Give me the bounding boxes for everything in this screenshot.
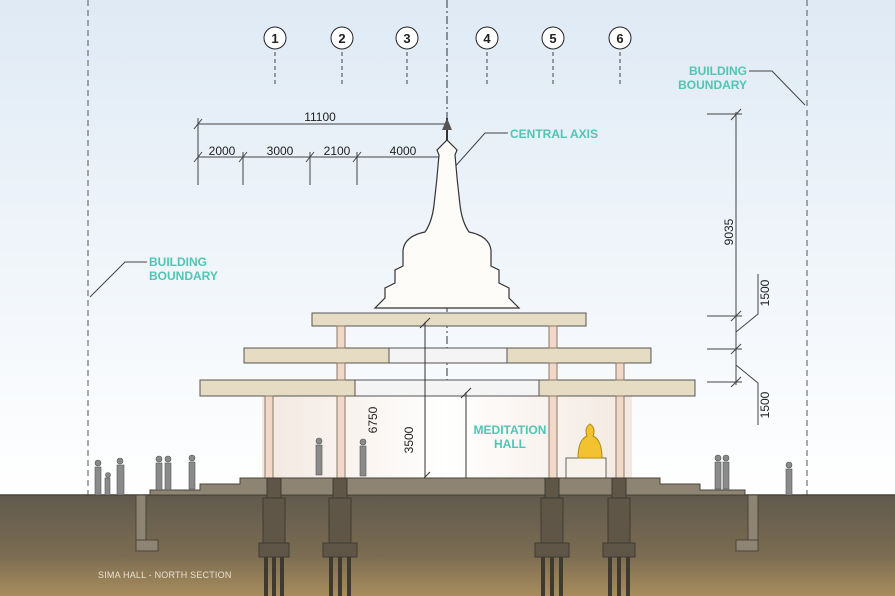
roof-top xyxy=(311,312,587,327)
roof-middle-right xyxy=(506,347,652,364)
grid-marker-6: 6 xyxy=(608,26,632,85)
boundary-left-label-1: BUILDING xyxy=(149,255,207,269)
buddha-statue xyxy=(565,423,607,479)
svg-text:2: 2 xyxy=(338,31,345,46)
grid-marker-2: 2 xyxy=(330,26,354,85)
roof-bottom-right xyxy=(538,379,696,397)
boundary-right-leader xyxy=(749,70,806,106)
boundary-right-label-2: BOUNDARY xyxy=(678,78,747,92)
svg-text:1: 1 xyxy=(271,31,278,46)
horizontal-dimensions xyxy=(193,118,447,185)
svg-text:3: 3 xyxy=(403,31,410,46)
people-figures xyxy=(94,437,793,496)
dimension-seg1: 2000 xyxy=(209,144,236,158)
dimension-height-inner: 6750 xyxy=(366,406,380,433)
clerestory-middle xyxy=(388,347,508,364)
dimension-seg4: 4000 xyxy=(390,144,417,158)
dimension-overall: 11100 xyxy=(304,110,336,124)
meditation-hall-label-2: HALL xyxy=(494,437,526,451)
svg-text:5: 5 xyxy=(549,31,556,46)
interior-dimensions xyxy=(419,317,472,483)
columns xyxy=(264,325,625,479)
piles xyxy=(264,557,630,596)
stupa-finial xyxy=(442,118,452,130)
svg-text:6: 6 xyxy=(616,31,623,46)
dimension-seg2: 3000 xyxy=(267,144,294,158)
meditation-hall-label-1: MEDITATION xyxy=(474,423,547,437)
ground xyxy=(0,495,895,596)
boundary-right-label-1: BUILDING xyxy=(689,64,747,78)
grid-marker-1: 1 xyxy=(263,26,287,85)
grid-markers: 1 2 3 4 5 6 xyxy=(263,26,632,85)
boundary-left-label-2: BOUNDARY xyxy=(149,269,218,283)
dimension-height-total: 9035 xyxy=(722,218,736,245)
central-axis-leader xyxy=(451,132,508,171)
boundary-left-leader xyxy=(89,261,147,298)
clerestory-bottom xyxy=(354,379,540,397)
roof-structure xyxy=(199,312,696,397)
vertical-dimensions xyxy=(707,108,759,425)
grid-marker-5: 5 xyxy=(541,26,565,85)
dimension-seg3: 2100 xyxy=(324,144,351,158)
foundations xyxy=(258,477,636,558)
central-axis-label: CENTRAL AXIS xyxy=(510,127,598,141)
svg-text:4: 4 xyxy=(483,31,491,46)
roof-middle-left xyxy=(243,347,390,364)
grid-marker-3: 3 xyxy=(395,26,419,85)
dimension-roof-step-2: 1500 xyxy=(758,391,772,418)
roof-bottom-left xyxy=(199,379,356,397)
dimension-roof-step-1: 1500 xyxy=(758,279,772,306)
grid-marker-4: 4 xyxy=(475,26,499,85)
platform xyxy=(135,477,759,552)
dimension-height-hall: 3500 xyxy=(402,426,416,453)
stupa xyxy=(373,139,521,309)
drawing-title: SIMA HALL - NORTH SECTION xyxy=(98,570,232,580)
